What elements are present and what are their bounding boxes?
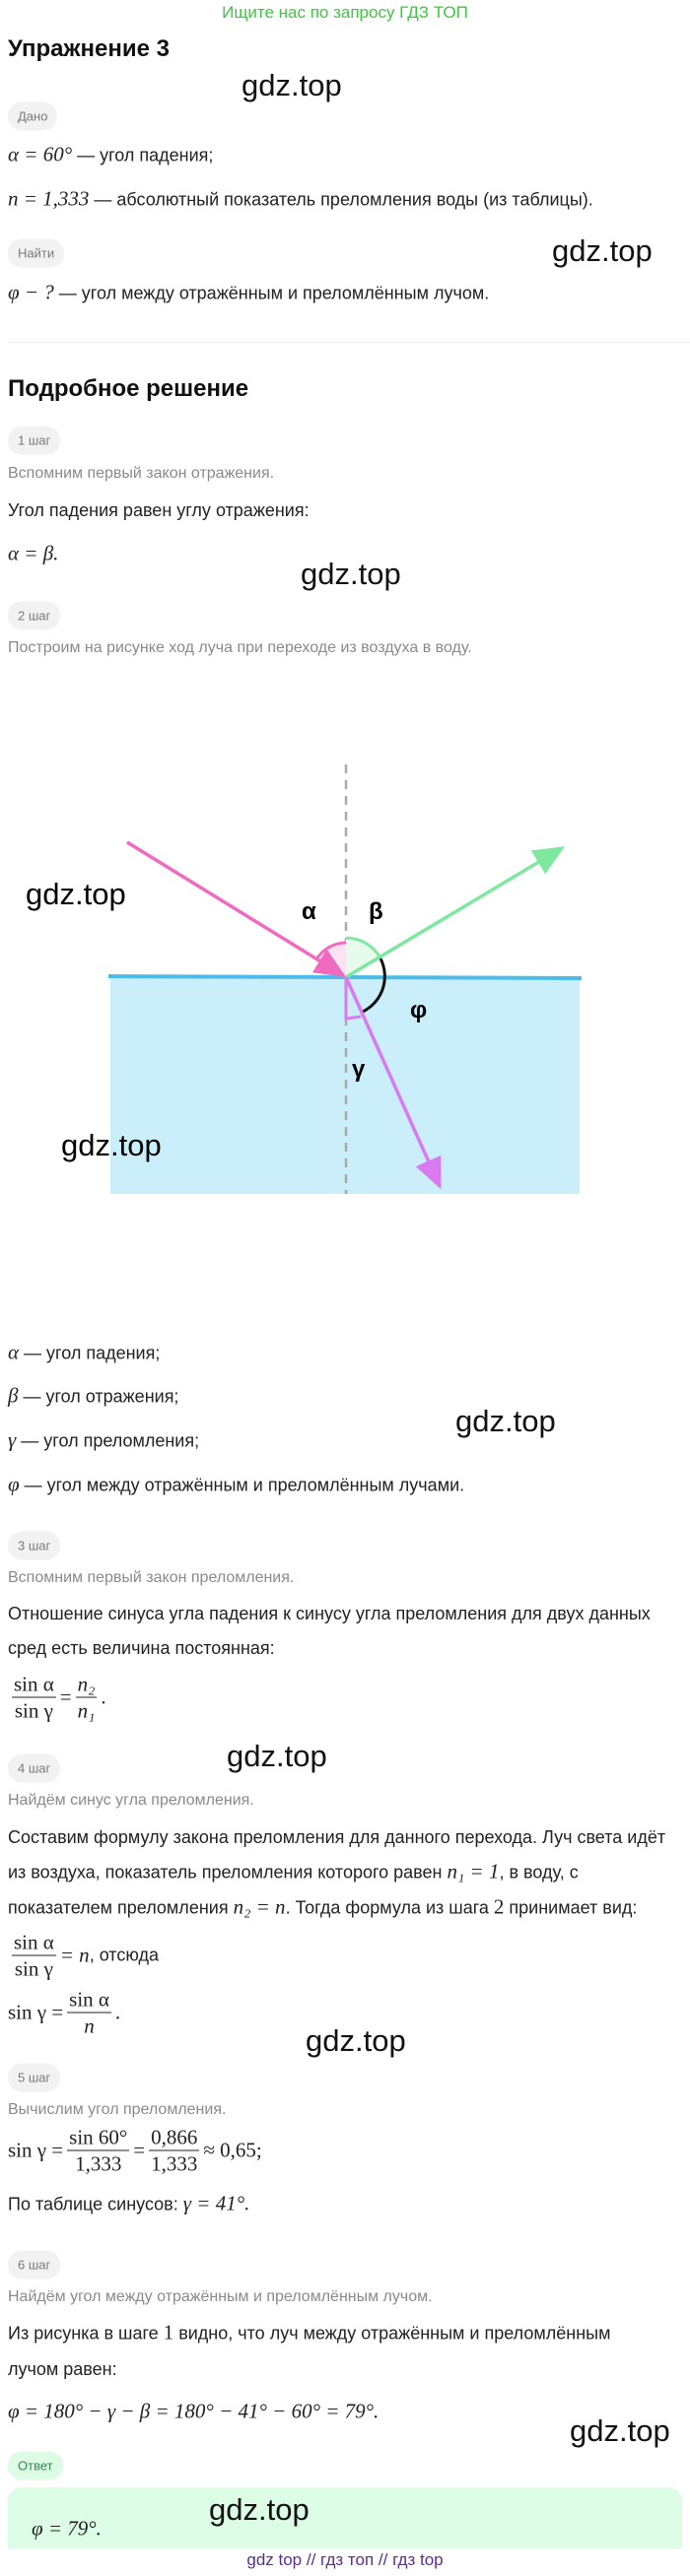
watermark: gdz.top xyxy=(26,877,126,911)
alpha-label: α xyxy=(302,898,316,925)
step-2-badge: 2 шаг xyxy=(8,601,61,630)
gamma-label: γ xyxy=(352,1056,366,1083)
step-1-text: Угол падения равен углу отражения: xyxy=(8,500,310,520)
step-5-badge: 5 шаг xyxy=(8,2063,61,2092)
step-2-desc: Построим на рисунке ход луча при переход… xyxy=(8,639,472,656)
step-5-desc: Вычислим угол преломления. xyxy=(8,2101,227,2118)
answer-badge: Ответ xyxy=(8,2451,63,2480)
beta-arc-line xyxy=(345,936,381,958)
watermark: gdz.top xyxy=(306,2023,406,2058)
phi-arc xyxy=(362,958,386,1014)
given-line-2: n = 1,333 — абсолютный показатель прелом… xyxy=(8,186,593,211)
step-3-badge: 3 шаг xyxy=(8,1531,61,1560)
step-4-text-2: из воздуха, показатель преломления котор… xyxy=(8,1859,579,1883)
given-badge: Дано xyxy=(8,101,58,131)
legend-beta: β — угол отражения; xyxy=(8,1383,179,1408)
gamma-mark xyxy=(344,977,362,1021)
step-6-text-2: лучом равен: xyxy=(8,2359,117,2379)
step-6-text-1: Из рисунка в шаге 1 видно, что луч между… xyxy=(8,2320,611,2345)
footer-links: gdz top // гдз топ // гдз top xyxy=(0,2550,690,2570)
refraction-diagram: α β φ γ gdz.top gdz.top xyxy=(26,764,583,1194)
watermark: gdz.top xyxy=(227,1739,327,1773)
footer-separator: // xyxy=(306,2550,316,2569)
beta-arc xyxy=(346,938,380,977)
step-4-desc: Найдём синус угла преломления. xyxy=(8,1792,254,1809)
step-4-text-3: показателем преломления n₂ = n. Тогда фо… xyxy=(8,1894,638,1919)
answer-value: φ = 79°. xyxy=(32,2516,102,2541)
step-3-text-2: сред есть величина постоянная: xyxy=(8,1638,275,1658)
watermark: gdz.top xyxy=(455,1404,556,1438)
step-6-badge: 6 шаг xyxy=(8,2250,61,2279)
refracted-ray xyxy=(344,976,442,1190)
watermark: gdz.top xyxy=(242,68,342,102)
given-line-1: α = 60° — угол падения; xyxy=(8,142,214,166)
step-3-desc: Вспомним первый закон преломления. xyxy=(8,1569,295,1586)
search-banner: Ищите нас по запросу ГДЗ ТОП xyxy=(222,3,468,22)
footer-separator: // xyxy=(378,2550,388,2569)
incident-ray xyxy=(126,840,346,977)
watermark: gdz.top xyxy=(301,557,401,591)
step-1-desc: Вспомним первый закон отражения. xyxy=(8,465,275,482)
footer-link[interactable]: gdz top xyxy=(246,2550,303,2569)
sine-table-result: По таблице синусов: γ = 41°. xyxy=(8,2191,250,2215)
step-1-badge: 1 шаг xyxy=(8,426,61,455)
step-4-text-1: Составим формулу закона преломления для … xyxy=(8,1827,666,1847)
solution-title: Подробное решение xyxy=(8,375,249,402)
step-1-math: α = β. xyxy=(8,541,59,565)
watermark: gdz.top xyxy=(570,2413,670,2448)
exercise-title: Упражнение 3 xyxy=(8,35,170,62)
watermark: gdz.top xyxy=(61,1128,162,1162)
step-4-badge: 4 шаг xyxy=(8,1753,61,1783)
step-3-text-1: Отношение синуса угла падения к синусу у… xyxy=(8,1604,651,1623)
reflected-ray xyxy=(345,846,566,979)
find-line: φ − ? — угол между отражённым и преломлё… xyxy=(8,280,490,304)
divider xyxy=(8,342,690,343)
step-6-desc: Найдём угол между отражённым и преломлён… xyxy=(8,2288,433,2305)
legend-gamma: γ — угол преломления; xyxy=(8,1427,200,1452)
find-badge: Найти xyxy=(8,238,65,268)
phi-label: φ xyxy=(410,997,427,1024)
legend-alpha: α — угол падения; xyxy=(8,1340,161,1364)
legend-phi: φ — угол между отражённым и преломлённым… xyxy=(8,1472,465,1496)
watermark: gdz.top xyxy=(209,2492,310,2527)
step-6-formula: φ = 180° − γ − β = 180° − 41° − 60° = 79… xyxy=(8,2399,380,2423)
footer-link[interactable]: гдз top xyxy=(392,2550,444,2569)
footer-link[interactable]: гдз топ xyxy=(320,2550,375,2569)
watermark: gdz.top xyxy=(552,233,653,268)
answer-box xyxy=(8,2487,682,2548)
beta-label: β xyxy=(369,898,383,925)
